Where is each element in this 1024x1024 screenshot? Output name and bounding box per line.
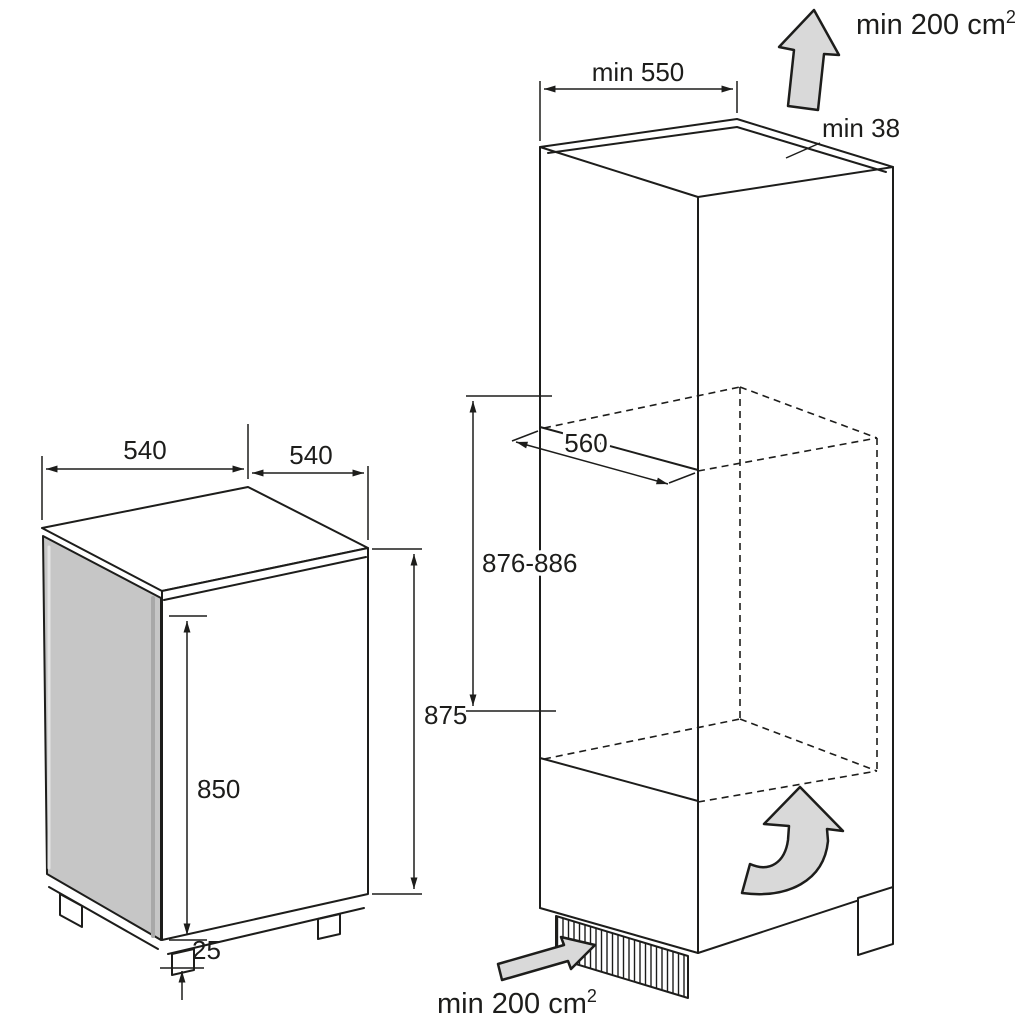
ext-line	[511, 430, 539, 442]
dimension-lines	[41, 81, 821, 1000]
niche-dash-bottom-right	[697, 770, 878, 803]
top-ventilation-sup: 2	[1006, 7, 1016, 27]
airflow-up-arrow-icon	[777, 8, 841, 112]
fridge-top-rim-line	[163, 556, 367, 601]
fridge-height-label: 875	[424, 700, 467, 730]
bottom-ventilation-label: min 200 cm2	[437, 986, 597, 1020]
cabinet-top-rim	[547, 126, 887, 173]
cabinet-depth-label: min 550	[592, 57, 685, 87]
airflow-intake-arrow-icon	[496, 935, 597, 982]
bottom-ventilation-sup: 2	[587, 986, 597, 1006]
niche-dash-top-right	[697, 437, 878, 472]
niche-dash-top-left	[543, 386, 741, 429]
vent-grille	[555, 915, 689, 999]
dim-line-niche-width	[515, 441, 669, 485]
fridge-width-label: 540	[123, 435, 166, 465]
airflow-curved-arrow-icon	[740, 785, 845, 896]
fridge-right-face	[161, 547, 369, 941]
dimension-labels: 540 540 875 850 25 min 550 min 38 560 87…	[123, 7, 1016, 1020]
niche-dash-bottom-left	[543, 718, 741, 760]
plinth-label: 25	[192, 935, 221, 965]
niche-dash-top-back	[739, 386, 878, 439]
niche-dash-bottom-back	[739, 718, 878, 772]
cabinet-drawing	[539, 118, 894, 999]
refrigerator-drawing	[41, 486, 369, 976]
fridge-foot-left	[59, 893, 83, 928]
niche-height-label: 876-886	[482, 548, 577, 578]
niche-bottom-edge	[539, 757, 699, 802]
niche-hidden-lines	[543, 386, 878, 803]
fridge-door	[42, 535, 162, 941]
fridge-foot-right	[317, 913, 341, 940]
top-ventilation-label: min 200 cm2	[856, 7, 1016, 41]
top-ventilation-text: min 200 cm	[856, 9, 1006, 41]
leader-line-min38	[785, 142, 821, 159]
fridge-depth-label: 540	[289, 440, 332, 470]
door-height-label: 850	[197, 774, 240, 804]
airflow-arrows	[496, 8, 845, 982]
bottom-ventilation-text: min 200 cm	[437, 988, 587, 1020]
ext-line	[668, 472, 696, 484]
cabinet-foot	[857, 886, 894, 956]
fridge-foot-front	[171, 948, 195, 976]
top-clearance-label: min 38	[822, 113, 900, 143]
niche-width-label: 560	[564, 428, 607, 458]
cabinet-bottom-front-edge	[539, 907, 699, 954]
